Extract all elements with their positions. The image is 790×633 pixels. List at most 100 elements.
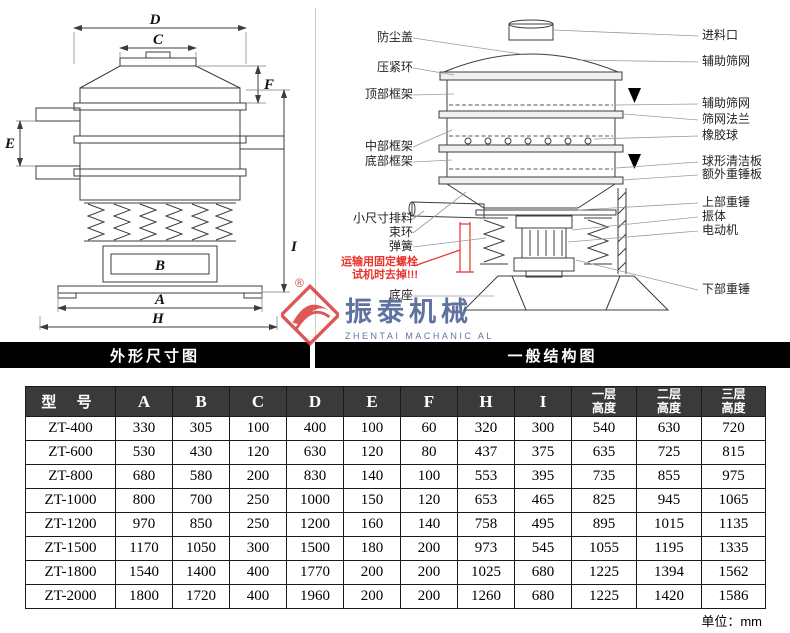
column-header: D — [286, 386, 344, 417]
value-cell: 1260 — [457, 584, 515, 609]
sieve-side-view — [35, 51, 285, 299]
model-cell: ZT-400 — [25, 416, 116, 441]
label-extra-hammer-plate: 额外重锤板 — [702, 167, 763, 181]
value-cell: 970 — [115, 512, 173, 537]
caption-dimension-diagram: 外形尺寸图 — [0, 342, 310, 368]
column-header: E — [343, 386, 401, 417]
structure-diagram — [408, 19, 699, 311]
model-cell: ZT-600 — [25, 440, 116, 465]
value-cell: 330 — [115, 416, 173, 441]
dim-label-b: B — [154, 258, 165, 274]
column-header: I — [514, 386, 572, 417]
label-vibration-body: 振体 — [702, 209, 727, 223]
value-cell: 1055 — [571, 536, 637, 561]
value-cell: 720 — [701, 416, 766, 441]
value-cell: 100 — [229, 416, 287, 441]
warning-line-2: 试机时去掉!!! — [352, 269, 418, 281]
value-cell: 200 — [343, 584, 401, 609]
label-spring: 弹簧 — [388, 239, 413, 253]
value-cell: 1135 — [701, 512, 766, 537]
value-cell: 1025 — [457, 560, 515, 585]
column-header: 型 号 — [25, 386, 116, 417]
value-cell: 1540 — [115, 560, 173, 585]
warning-line-1: 运输用固定螺栓 — [341, 256, 418, 268]
dim-label-e: E — [4, 136, 15, 152]
value-cell: 140 — [400, 512, 458, 537]
value-cell: 830 — [286, 464, 344, 489]
label-base: 底座 — [388, 288, 413, 302]
value-cell: 758 — [457, 512, 515, 537]
structure-diagram-panel: 防尘盖 压紧环 顶部框架 中部框架 底部框架 小尺寸排料 束环 弹簧 底座 运输… — [315, 8, 790, 342]
label-upper-hammer: 上部重锤 — [702, 195, 751, 209]
unit-note: 单位：mm — [701, 614, 762, 629]
value-cell: 430 — [172, 440, 230, 465]
dimension-lines — [16, 25, 290, 330]
model-cell: ZT-1000 — [25, 488, 116, 513]
label-ball-cleaning-plate: 球形清洁板 — [702, 154, 763, 168]
value-cell: 120 — [343, 440, 401, 465]
column-header: 二层 高度 — [636, 386, 702, 417]
value-cell: 725 — [636, 440, 702, 465]
value-cell: 300 — [229, 536, 287, 561]
value-cell: 800 — [115, 488, 173, 513]
value-cell: 140 — [343, 464, 401, 489]
value-cell: 1335 — [701, 536, 766, 561]
caption-structure-diagram: 一般结构图 — [315, 342, 790, 368]
dim-label-h: H — [151, 311, 165, 327]
column-header: C — [229, 386, 287, 417]
value-cell: 400 — [229, 560, 287, 585]
callout-lines — [412, 29, 699, 297]
value-cell: 975 — [701, 464, 766, 489]
springs — [84, 202, 236, 242]
value-cell: 1065 — [701, 488, 766, 513]
transport-bolt-warning: 运输用固定螺栓 试机时去掉!!! — [326, 256, 418, 282]
value-cell: 200 — [229, 464, 287, 489]
column-header: B — [172, 386, 230, 417]
value-cell: 540 — [571, 416, 637, 441]
value-cell: 545 — [514, 536, 572, 561]
value-cell: 1000 — [286, 488, 344, 513]
value-cell: 635 — [571, 440, 637, 465]
value-cell: 250 — [229, 512, 287, 537]
value-cell: 200 — [400, 536, 458, 561]
value-cell: 465 — [514, 488, 572, 513]
value-cell: 1015 — [636, 512, 702, 537]
value-cell: 680 — [115, 464, 173, 489]
value-cell: 680 — [514, 584, 572, 609]
label-middle-frame: 中部框架 — [364, 139, 413, 153]
label-dust-cover: 防尘盖 — [376, 30, 413, 44]
value-cell: 1170 — [115, 536, 173, 561]
value-cell: 100 — [400, 464, 458, 489]
column-header: 三层 高度 — [701, 386, 766, 417]
label-top-frame: 顶部框架 — [364, 87, 413, 101]
value-cell: 300 — [514, 416, 572, 441]
value-cell: 320 — [457, 416, 515, 441]
model-cell: ZT-1200 — [25, 512, 116, 537]
value-cell: 815 — [701, 440, 766, 465]
dim-label-a: A — [154, 292, 165, 308]
down-arrow-icon — [628, 88, 641, 103]
dimension-diagram-panel: D C F E B A H I — [0, 8, 310, 342]
value-cell: 553 — [457, 464, 515, 489]
value-cell: 1586 — [701, 584, 766, 609]
label-band-ring: 束环 — [388, 225, 413, 239]
dimension-diagram: D C F E B A H I — [4, 12, 298, 330]
model-cell: ZT-1800 — [25, 560, 116, 585]
model-cell: ZT-2000 — [25, 584, 116, 609]
value-cell: 495 — [514, 512, 572, 537]
column-header: H — [457, 386, 515, 417]
column-header: 一层 高度 — [571, 386, 637, 417]
value-cell: 735 — [571, 464, 637, 489]
column-header: F — [400, 386, 458, 417]
value-cell: 1720 — [172, 584, 230, 609]
